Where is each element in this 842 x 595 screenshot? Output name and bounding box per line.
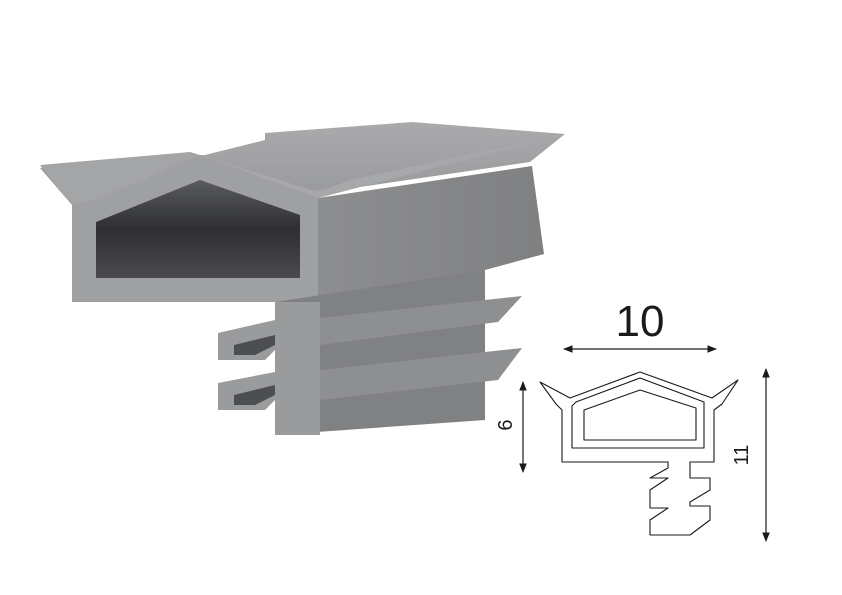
cross-section-inner-chamber	[583, 389, 697, 441]
dimension-height-small: 6	[495, 381, 527, 473]
dimension-height-small-label: 6	[495, 419, 517, 430]
seal-top-surface	[40, 122, 565, 192]
seal-fin-groove-upper	[234, 335, 275, 355]
seal-fin-lower-side	[320, 348, 522, 400]
cross-section-outline	[539, 371, 739, 536]
seal-3d-render	[40, 122, 565, 435]
seal-fin-upper-side	[320, 296, 522, 345]
seal-stem-front	[218, 302, 320, 435]
seal-left-lip	[40, 152, 200, 205]
seal-cross-section	[539, 371, 739, 536]
seal-body-side	[318, 166, 544, 300]
dimension-height-total: 11	[731, 368, 770, 542]
seal-fin-groove-lower	[234, 385, 275, 405]
dimension-width: 10	[563, 297, 717, 353]
dimension-height-total-label: 11	[731, 445, 753, 466]
dimension-width-label: 10	[616, 297, 665, 346]
cross-section-inner-hollow	[571, 377, 705, 449]
seal-hollow-chamber	[96, 180, 300, 278]
